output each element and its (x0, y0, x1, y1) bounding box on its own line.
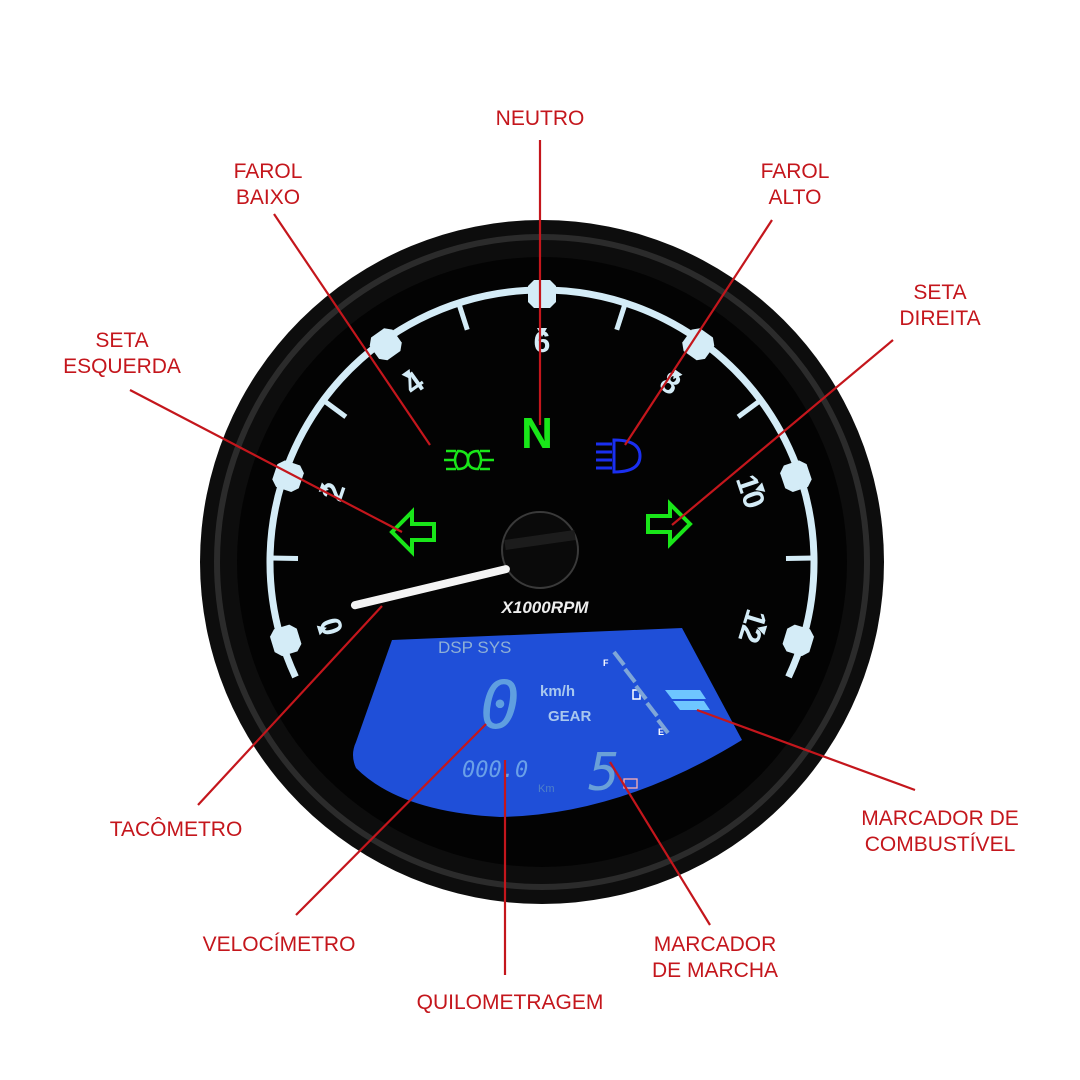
lcd-title: DSP SYS (438, 638, 511, 657)
neutral-indicator: N (521, 409, 553, 458)
label-line: SETA (913, 281, 967, 304)
label-line: QUILOMETRAGEM (416, 991, 604, 1014)
fuel-gauge-bars (612, 650, 710, 735)
label-line: ESQUERDA (63, 355, 181, 378)
fuel-level-bar (665, 690, 706, 699)
label-line: FAROL (233, 160, 303, 183)
callout-farol-baixo (273, 213, 431, 446)
label-line: DIREITA (899, 307, 981, 330)
minor-marker (755, 482, 766, 492)
label-seta-direita: SETA DIREITA (899, 280, 980, 332)
label-seta-esquerda: SETA ESQUERDA (63, 328, 181, 380)
label-line: MARCADOR (653, 933, 777, 956)
label-line: TACÔMETRO (109, 818, 243, 841)
label-line: DE MARCHA (651, 959, 779, 982)
fuel-pump-icon (632, 689, 641, 700)
major-tick (782, 624, 815, 657)
label-neutro: NEUTRO (496, 106, 585, 132)
fuel-scale-segment (634, 684, 648, 701)
minor-marker (316, 625, 327, 636)
needle-hub (501, 511, 579, 589)
fuel-full-marker: F (603, 658, 609, 668)
label-line: ALTO (768, 186, 822, 209)
callout-farol-alto (624, 219, 773, 446)
callout-marcador-combustivel (696, 708, 916, 792)
minor-marker (401, 368, 411, 380)
left-turn-signal-icon (389, 507, 436, 557)
label-line: FAROL (760, 160, 830, 183)
fuel-level-bar (673, 701, 710, 710)
major-tick (682, 328, 715, 361)
callout-velocimetro (295, 723, 487, 916)
low-beam-icon (444, 449, 494, 471)
label-marcador-combustivel: MARCADOR DE COMBUSTÍVEL (861, 806, 1019, 858)
major-tick (780, 460, 812, 493)
label-velocimetro: VELOCÍMETRO (203, 932, 356, 958)
label-marcador-marcha: MARCADOR DE MARCHA (652, 932, 778, 984)
fuel-scale-segment (623, 667, 637, 684)
scale-number: 6 (534, 326, 551, 359)
label-quilometragem: QUILOMETRAGEM (417, 990, 604, 1016)
callout-seta-direita (671, 339, 894, 526)
high-beam-icon (596, 438, 642, 474)
fuel-scale-segment (645, 701, 659, 718)
minor-tick (614, 302, 628, 331)
callout-lines (129, 140, 916, 975)
label-line: BAIXO (235, 186, 301, 209)
label-line: COMBUSTÍVEL (864, 833, 1016, 856)
label-farol-alto: FAROL ALTO (761, 159, 830, 211)
right-turn-signal-icon (646, 499, 693, 549)
minor-tick (321, 398, 348, 419)
minor-tick (736, 398, 763, 419)
callout-marcador-marcha (609, 761, 711, 926)
label-tacometro: TACÔMETRO (110, 817, 243, 843)
lcd-speed: 0 (480, 667, 520, 744)
major-tick (369, 328, 402, 361)
minor-marker (757, 625, 768, 636)
tachometer-needle (350, 565, 510, 610)
lcd-panel (353, 628, 742, 817)
label-line: MARCADOR DE (861, 807, 1019, 830)
hub-shadow (504, 530, 576, 550)
minor-marker (673, 368, 683, 380)
lcd-speed-unit: km/h (540, 683, 575, 700)
label-line: SETA (95, 329, 149, 352)
minor-tick (456, 302, 470, 331)
major-tick (269, 624, 302, 657)
label-farol-baixo: FAROL BAIXO (234, 159, 303, 211)
fuel-empty-marker: E (658, 727, 664, 737)
callout-tacometro (197, 605, 383, 806)
major-tick (528, 280, 556, 308)
fuel-scale-segment (656, 718, 670, 735)
fuel-scale-segment (612, 650, 626, 667)
lcd-odometer: 000.0 (462, 758, 528, 783)
label-line: NEUTRO (495, 107, 585, 130)
rpm-unit-label: X1000RPM (501, 598, 590, 617)
lcd-odometer-unit: Km (538, 783, 555, 795)
lcd-gear-label: GEAR (548, 708, 592, 725)
lcd-gear-value: 5 (588, 743, 619, 803)
label-line: VELOCÍMETRO (202, 933, 356, 956)
callout-seta-esquerda (129, 389, 403, 533)
